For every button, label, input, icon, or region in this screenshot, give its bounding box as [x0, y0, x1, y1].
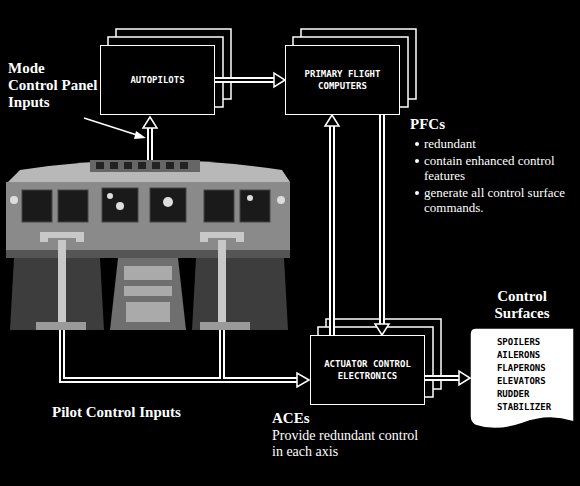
control-surfaces-document: Control SurfacesSPOILERS AILERONS FLAPER…: [470, 288, 574, 432]
arrow-core: [215, 79, 275, 81]
arrow-core: [381, 115, 383, 325]
double-line-arrow: [375, 115, 389, 335]
flight-computer-box: PRIMARY FLIGHT COMPUTERS: [285, 45, 400, 115]
bullet-text: contain enhanced control features: [424, 153, 574, 183]
box-label: PRIMARY FLIGHT COMPUTERS: [286, 64, 399, 96]
cockpit-illustration: [6, 160, 290, 330]
mode-input-arrow: [84, 117, 157, 160]
double-line-arrow: [325, 115, 339, 335]
surfaces-heading: Control Surfaces: [470, 288, 574, 322]
arrow-outline: [425, 375, 460, 381]
pilot-input-lines: [62, 330, 309, 387]
surface-list: SPOILERS AILERONS FLAPERONS ELEVATORS RU…: [487, 328, 557, 432]
arrow-head: [274, 73, 285, 87]
arrow-core: [425, 377, 460, 379]
autopilot-box: AUTOPILOTS: [100, 45, 215, 115]
description-text: Provide redundant control in each axis: [272, 428, 432, 460]
input-label: Mode Control Panel Inputs: [8, 60, 98, 111]
bullet-dot: [415, 159, 419, 163]
bullet-text: generate all control surface commands.: [424, 185, 574, 215]
box-label: AUTOPILOTS: [124, 70, 190, 90]
arrow-head: [375, 324, 389, 335]
document-shape: SPOILERS AILERONS FLAPERONS ELEVATORS RU…: [470, 328, 574, 432]
arrow-outline: [329, 125, 335, 335]
bullet-dot: [415, 142, 419, 146]
bullet-dot: [415, 191, 419, 195]
double-line-arrow: [215, 73, 285, 87]
arrow-head: [459, 371, 470, 385]
input-label: Pilot Control Inputs: [52, 404, 181, 421]
arrow-outline: [379, 115, 385, 325]
bullet-text: redundant: [424, 136, 574, 151]
double-line-arrow: [425, 371, 470, 385]
arrow-outline: [215, 77, 275, 83]
box-label: ACTUATOR CONTROL ELECTRONICS: [311, 354, 424, 386]
section-heading: ACEs: [272, 410, 310, 427]
arrow-head: [325, 115, 339, 126]
actuator-electronics-box: ACTUATOR CONTROL ELECTRONICS: [310, 335, 425, 405]
section-heading: PFCs: [410, 116, 445, 133]
arrow-core: [331, 125, 333, 335]
